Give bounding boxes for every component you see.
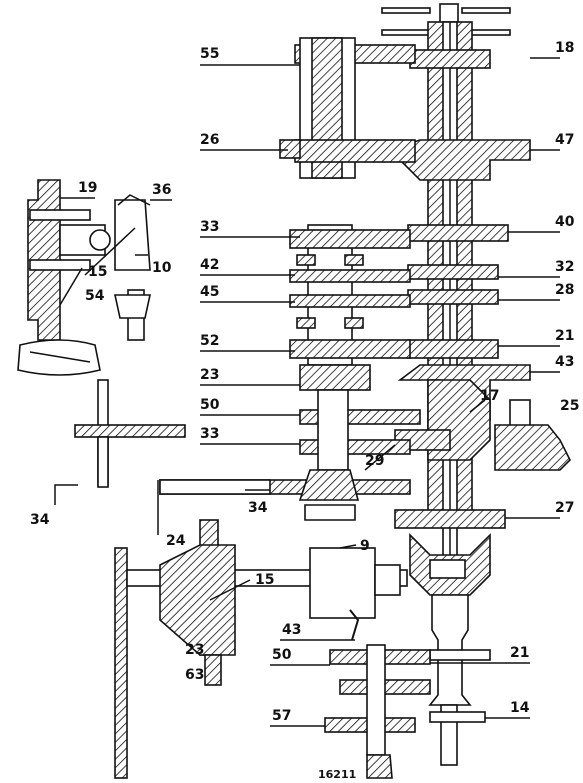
callout-34: 34 [248, 500, 268, 516]
callout-21-lower: 21 [510, 645, 529, 661]
output-gears [324, 644, 431, 779]
callout-52: 52 [200, 333, 219, 349]
callout-21: 21 [555, 328, 574, 344]
inset-shift-mechanism [17, 179, 151, 376]
callout-25: 25 [560, 398, 579, 414]
callout-29: 29 [365, 453, 384, 469]
upper-drive-gear [279, 37, 416, 179]
leader-lines [54, 57, 560, 727]
main-shaft [381, 3, 531, 766]
callout-54: 54 [85, 288, 105, 304]
callout-15-inset: 15 [88, 264, 107, 280]
callout-labels: 55 26 18 47 33 42 45 52 23 50 33 40 32 2… [30, 40, 579, 781]
callout-27: 27 [555, 500, 574, 516]
callout-43: 43 [555, 354, 574, 370]
callout-63: 63 [185, 667, 204, 683]
callout-9: 9 [360, 538, 370, 554]
callout-26: 26 [200, 132, 219, 148]
callout-19: 19 [78, 180, 97, 196]
side-assembly [494, 399, 571, 471]
callout-32: 32 [555, 259, 574, 275]
callout-10: 10 [152, 260, 172, 276]
callout-24: 24 [166, 533, 186, 549]
callout-55: 55 [200, 46, 219, 62]
callout-42: 42 [200, 257, 219, 273]
callout-36: 36 [152, 182, 171, 198]
callout-57: 57 [272, 708, 291, 724]
callout-33: 33 [200, 219, 219, 235]
callout-23: 23 [200, 367, 219, 383]
callout-40: 40 [555, 214, 575, 230]
layshaft-cluster [159, 224, 421, 521]
callout-28: 28 [555, 282, 574, 298]
callout-33-lower: 33 [200, 426, 219, 442]
callout-50-lower: 50 [272, 647, 292, 663]
callout-45: 45 [200, 284, 219, 300]
figure-number: 16211 [318, 768, 356, 781]
callout-15-lower: 15 [255, 572, 274, 588]
callout-23-lower: 23 [185, 642, 204, 658]
callout-14: 14 [510, 700, 530, 716]
callout-18: 18 [555, 40, 574, 56]
lower-drive-assembly [114, 519, 408, 779]
idler-shaft [74, 379, 186, 488]
callout-34-left: 34 [30, 512, 50, 528]
callout-43-lower: 43 [282, 622, 301, 638]
callout-47: 47 [555, 132, 574, 148]
callout-50: 50 [200, 397, 220, 413]
callout-17: 17 [480, 388, 499, 404]
